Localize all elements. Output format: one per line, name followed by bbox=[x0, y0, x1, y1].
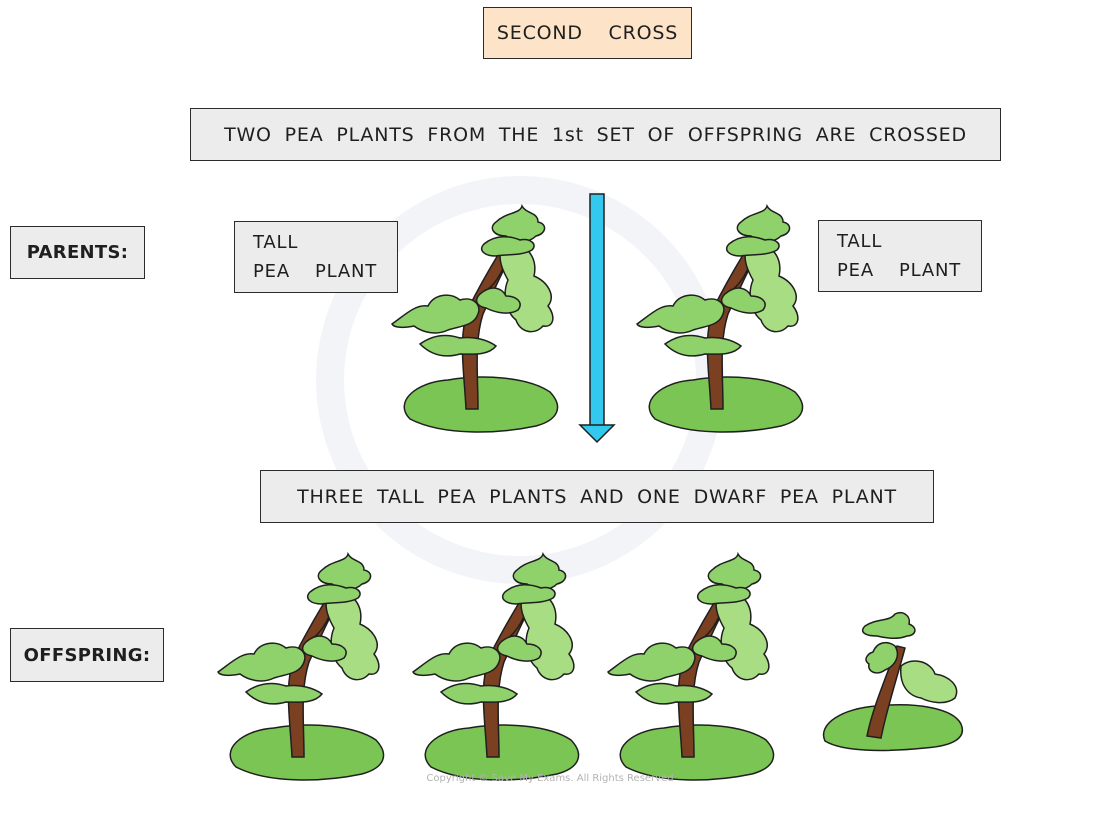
parents-label-box: PARENTS: bbox=[10, 226, 145, 279]
offspring-label-text: OFFSPRING: bbox=[23, 644, 151, 666]
offspring-plant-2 bbox=[412, 553, 580, 781]
parent-left-line2: PEA PLANT bbox=[253, 261, 378, 282]
parents-label-text: PARENTS: bbox=[26, 242, 129, 263]
result-box: THREE TALL PEA PLANTS AND ONE DWARF PEA … bbox=[260, 470, 934, 523]
parent-right-label: TALL PEA PLANT bbox=[818, 220, 982, 292]
parent-left-line1: TALL bbox=[253, 232, 299, 253]
result-text: THREE TALL PEA PLANTS AND ONE DWARF PEA … bbox=[297, 485, 897, 508]
down-arrow bbox=[578, 193, 616, 444]
offspring-plant-dwarf bbox=[822, 611, 964, 752]
title-box: SECOND CROSS bbox=[483, 7, 692, 59]
parent-left-label: TALL PEA PLANT bbox=[234, 221, 398, 293]
offspring-label-box: OFFSPRING: bbox=[10, 628, 164, 682]
title-text: SECOND CROSS bbox=[496, 22, 679, 44]
parent-right-line2: PEA PLANT bbox=[837, 260, 962, 281]
parent-plant-left bbox=[391, 205, 559, 433]
step-description-box: TWO PEA PLANTS FROM THE 1st SET OF OFFSP… bbox=[190, 108, 1001, 161]
parent-right-line1: TALL bbox=[837, 231, 883, 252]
copyright-text: Copyright © Save My Exams. All Rights Re… bbox=[426, 773, 674, 784]
offspring-plant-3 bbox=[607, 553, 775, 781]
offspring-plant-1 bbox=[217, 553, 385, 781]
step-description-text: TWO PEA PLANTS FROM THE 1st SET OF OFFSP… bbox=[224, 123, 967, 146]
